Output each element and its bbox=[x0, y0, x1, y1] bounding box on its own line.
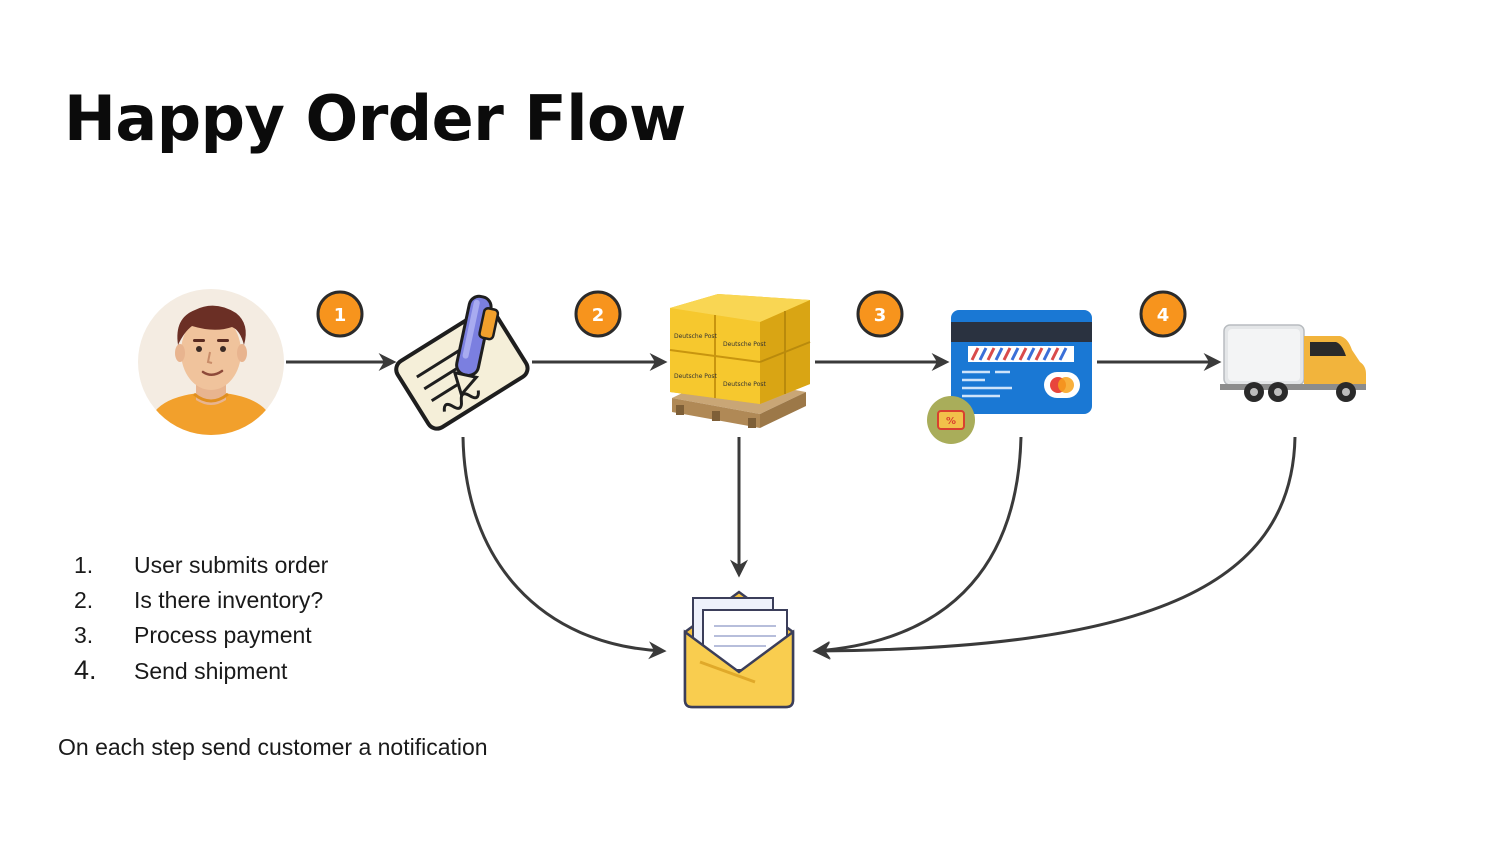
arrow-order-to-notification bbox=[461, 436, 667, 660]
svg-text:Deutsche Post: Deutsche Post bbox=[674, 333, 717, 340]
svg-text:3: 3 bbox=[874, 305, 887, 326]
arrow-payment-to-notification bbox=[812, 436, 1023, 659]
svg-text:%: % bbox=[946, 416, 956, 427]
step-number: 1. bbox=[74, 552, 94, 578]
signed-order-icon bbox=[394, 294, 530, 431]
notification-arrows bbox=[461, 436, 1297, 660]
list-item: 1. User submits order bbox=[74, 548, 328, 583]
payment-card-icon bbox=[951, 310, 1092, 414]
svg-text:Deutsche Post: Deutsche Post bbox=[723, 381, 766, 388]
svg-text:2: 2 bbox=[592, 305, 605, 326]
delivery-truck-icon bbox=[1220, 324, 1366, 402]
notification-envelope-icon bbox=[683, 590, 795, 709]
step-label: Send shipment bbox=[134, 658, 288, 684]
footnote: On each step send customer a notificatio… bbox=[58, 734, 488, 760]
coupon-icon: % bbox=[927, 396, 975, 444]
step-badge-3: 3 bbox=[856, 290, 904, 338]
slide-title: Happy Order Flow bbox=[64, 82, 686, 155]
step-number: 2. bbox=[74, 587, 94, 613]
list-item: 4. Send shipment bbox=[74, 653, 328, 688]
user-avatar-icon bbox=[138, 289, 284, 435]
arrow-shipment-to-notification bbox=[812, 436, 1297, 660]
svg-text:Deutsche Post: Deutsche Post bbox=[674, 373, 717, 380]
step-label: Process payment bbox=[134, 622, 312, 648]
svg-text:Deutsche Post: Deutsche Post bbox=[723, 341, 766, 348]
step-badge-4: 4 bbox=[1139, 290, 1187, 338]
list-item: 3. Process payment bbox=[74, 618, 328, 653]
step-badge-2: 2 bbox=[574, 290, 622, 338]
inventory-pallet-icon: Deutsche Post Deutsche Post Deutsche Pos… bbox=[669, 294, 811, 428]
svg-text:4: 4 bbox=[1157, 305, 1170, 326]
list-item: 2. Is there inventory? bbox=[74, 583, 328, 618]
step-number: 4. bbox=[74, 655, 97, 685]
step-badge-1: 1 bbox=[316, 290, 364, 338]
step-number: 3. bbox=[74, 622, 94, 648]
step-label: Is there inventory? bbox=[134, 587, 324, 613]
step-label: User submits order bbox=[134, 552, 329, 578]
steps-list: 1. User submits order 2. Is there inventor… bbox=[74, 548, 328, 688]
svg-text:1: 1 bbox=[334, 305, 347, 326]
